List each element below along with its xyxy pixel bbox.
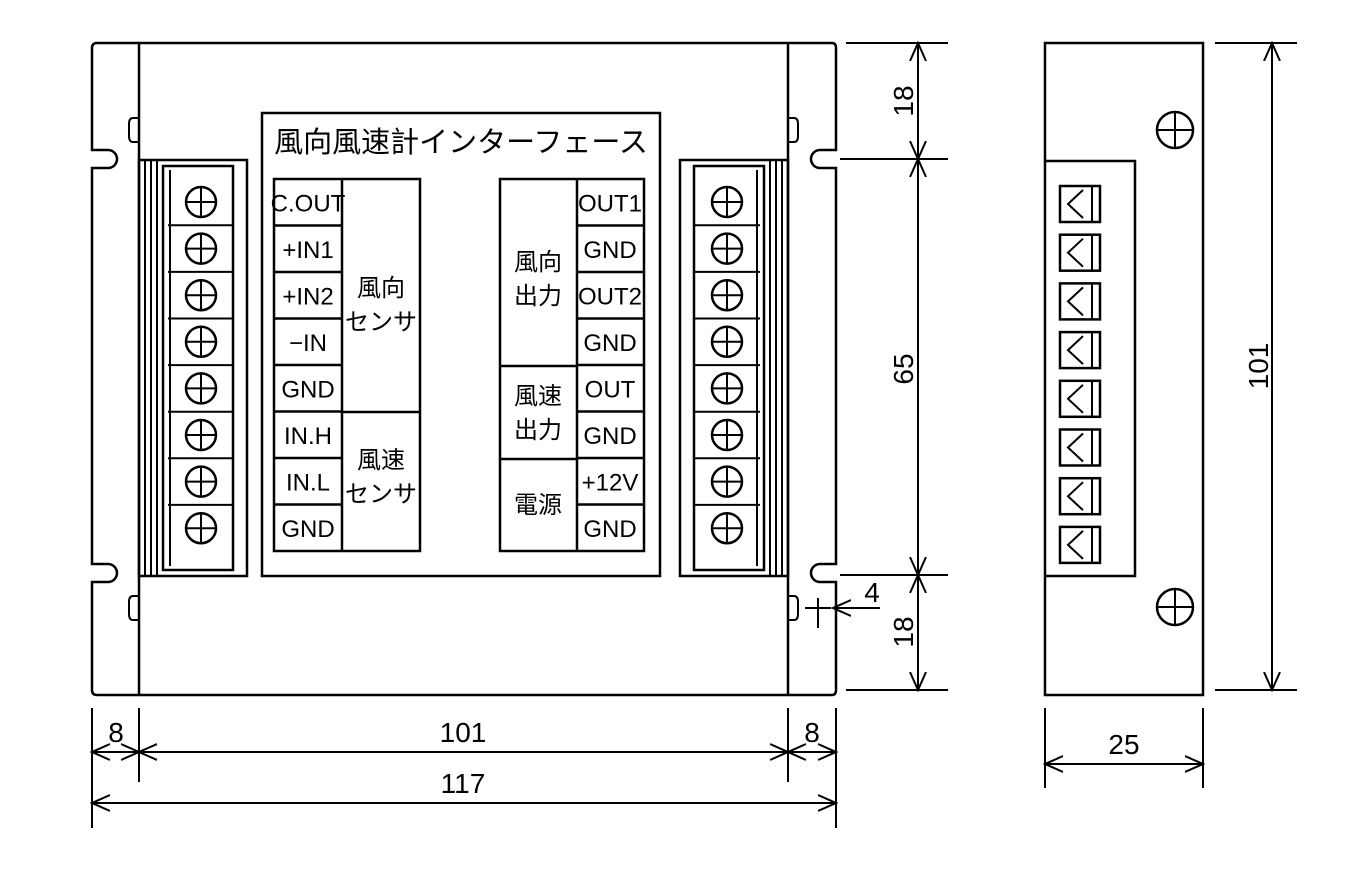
side-terminal: [1058, 282, 1102, 321]
group-label-line2: センサ: [345, 308, 417, 336]
dim-slot-width: 4: [864, 577, 880, 608]
group-label-line1: 電源: [514, 491, 562, 519]
side-terminal: [1058, 330, 1102, 370]
left-terminal-screw: [184, 372, 218, 405]
right-terminal-screw: [710, 511, 744, 545]
dim-total-width: 117: [441, 768, 486, 799]
side-screw-bottom: [1155, 587, 1195, 627]
group-label-line1: 風速: [514, 382, 562, 410]
left-terminal-screw: [184, 278, 218, 312]
left-terminal-screw: [184, 325, 218, 359]
side-view: [1043, 41, 1205, 697]
side-dimensions: 101 25: [1045, 43, 1297, 788]
left-terminal-label: +IN1: [282, 237, 333, 264]
right-terminal-label: OUT1: [578, 190, 642, 217]
side-terminal: [1058, 428, 1102, 467]
group-label-line2: 出力: [514, 416, 562, 444]
dim-side-depth: 25: [1108, 729, 1139, 760]
dim-side-height: 101: [1243, 343, 1274, 390]
left-terminal-label: IN.L: [286, 469, 330, 496]
right-terminal-screw: [710, 278, 744, 312]
right-terminal-screw: [710, 372, 744, 405]
left-group-wind-direction-sensor: 風向 センサ: [345, 274, 417, 336]
left-terminal-screw: [184, 185, 218, 219]
left-group-wind-speed-sensor: 風速 センサ: [345, 446, 417, 508]
left-terminal-label: GND: [281, 376, 334, 403]
left-terminal-screw: [184, 418, 218, 452]
group-label-line1: 風向: [514, 248, 562, 276]
dim-right-flange: 8: [804, 717, 820, 748]
right-terminal-screw: [710, 325, 744, 359]
dim-top-offset: 18: [888, 85, 919, 116]
right-terminal-label: OUT2: [578, 283, 642, 310]
right-terminal-label: GND: [583, 423, 636, 450]
right-terminal-screw: [710, 232, 744, 265]
right-group-wind-speed-output: 風速 出力: [514, 382, 562, 444]
left-terminal-label: +IN2: [282, 283, 333, 310]
left-terminal-label: C.OUT: [271, 190, 346, 217]
dim-left-flange: 8: [108, 717, 124, 748]
right-group-wind-direction-output: 風向 出力: [514, 248, 562, 310]
left-terminal-label: GND: [281, 516, 334, 543]
dim-slot-pitch: 65: [888, 353, 919, 384]
front-dimensions: 8 101 8 117 18 65 18 4: [92, 43, 948, 828]
dim-bottom-offset: 18: [888, 616, 919, 647]
right-terminal-label: OUT: [585, 376, 636, 403]
left-terminal-screw: [184, 232, 218, 265]
left-terminal-screw: [184, 511, 218, 545]
side-terminal: [1058, 184, 1102, 224]
left-terminal-label: −IN: [289, 330, 327, 357]
side-terminal: [1058, 379, 1102, 419]
right-terminal-screw: [710, 465, 744, 498]
left-terminal-block: [137, 158, 249, 578]
side-screw-top: [1155, 110, 1195, 150]
left-terminal-screw: [184, 465, 218, 498]
right-terminal-label: GND: [583, 330, 636, 357]
side-terminal: [1058, 476, 1102, 516]
side-terminal: [1058, 525, 1102, 565]
right-terminal-label: GND: [583, 237, 636, 264]
group-label-line2: 出力: [514, 282, 562, 310]
right-terminal-screw: [710, 185, 744, 219]
right-group-power: 電源: [514, 491, 562, 519]
dim-body-width: 101: [440, 717, 487, 748]
right-terminal-block: [678, 158, 790, 578]
right-terminal-label: +12V: [582, 469, 639, 496]
right-terminal-label: GND: [583, 516, 636, 543]
group-label-line2: センサ: [345, 480, 417, 508]
right-terminal-screw: [710, 418, 744, 452]
group-label-line1: 風速: [357, 446, 405, 474]
panel-title: 風向風速計インターフェース: [274, 125, 648, 159]
left-terminal-label: IN.H: [284, 423, 332, 450]
side-terminal: [1058, 233, 1102, 272]
label-panel: 風向風速計インターフェース C.OUT +IN1 +IN2 −IN GND IN.H IN.…: [260, 111, 662, 578]
group-label-line1: 風向: [357, 274, 405, 302]
